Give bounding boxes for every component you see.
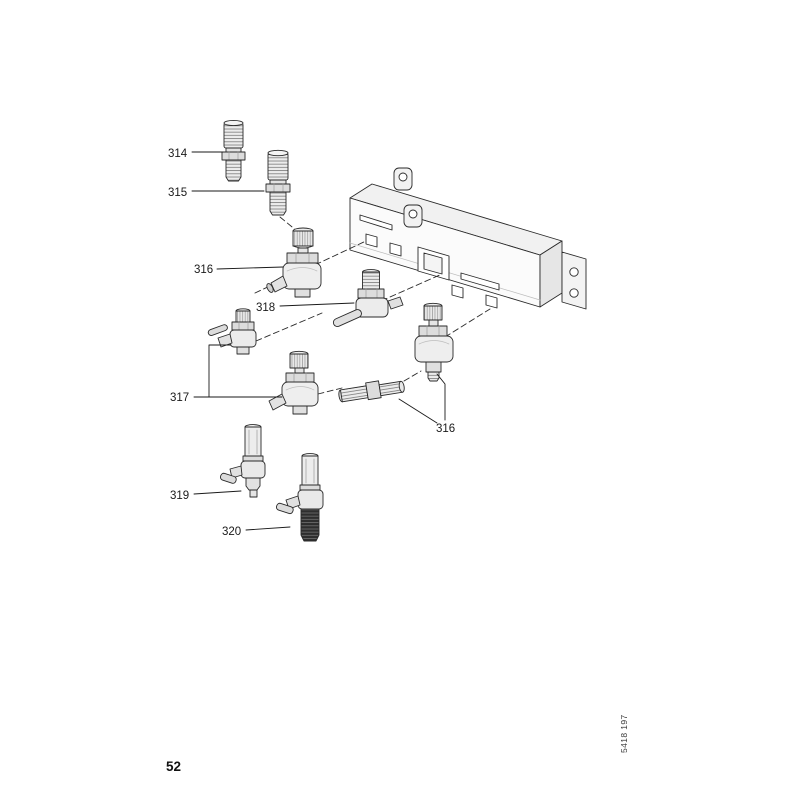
part-319-drain-valve [219, 424, 266, 498]
bracket-tab-front [403, 204, 423, 228]
bracket-slot-left [359, 214, 393, 231]
part-label-317: 317 [170, 392, 189, 404]
mounting-bracket [349, 167, 587, 310]
page-number: 52 [166, 759, 181, 774]
part-316-valve-right [414, 302, 454, 382]
part-label-320: 320 [222, 526, 241, 538]
bracket-hole-d [485, 294, 498, 309]
part-316-valve-top [266, 227, 322, 298]
bracket-hole-a [365, 233, 378, 248]
diagram-drawing [191, 119, 587, 542]
part-label-316: 316 [194, 264, 213, 276]
part-315-threaded-nipple [265, 149, 291, 216]
bracket-tab-rear [393, 167, 413, 191]
part-314-threaded-nipple [221, 119, 246, 182]
part-label-318: 318 [256, 302, 275, 314]
part-318-valve [332, 269, 404, 327]
part-317-valve [268, 350, 319, 415]
document-code: 5418 197 [619, 714, 629, 753]
part-label-319: 319 [170, 490, 189, 502]
part-label-316-lower: 316 [436, 423, 455, 435]
leader-lines [191, 151, 446, 531]
part-317-valve-small [207, 308, 257, 355]
part-label-314: 314 [168, 148, 188, 160]
part-316-fitting [338, 380, 405, 403]
bracket-hole-c [451, 284, 464, 299]
bracket-hole-b [389, 242, 402, 257]
bracket-slot-right [460, 272, 500, 291]
part-320-drain-valve [275, 453, 324, 542]
part-label-315: 315 [168, 187, 187, 199]
